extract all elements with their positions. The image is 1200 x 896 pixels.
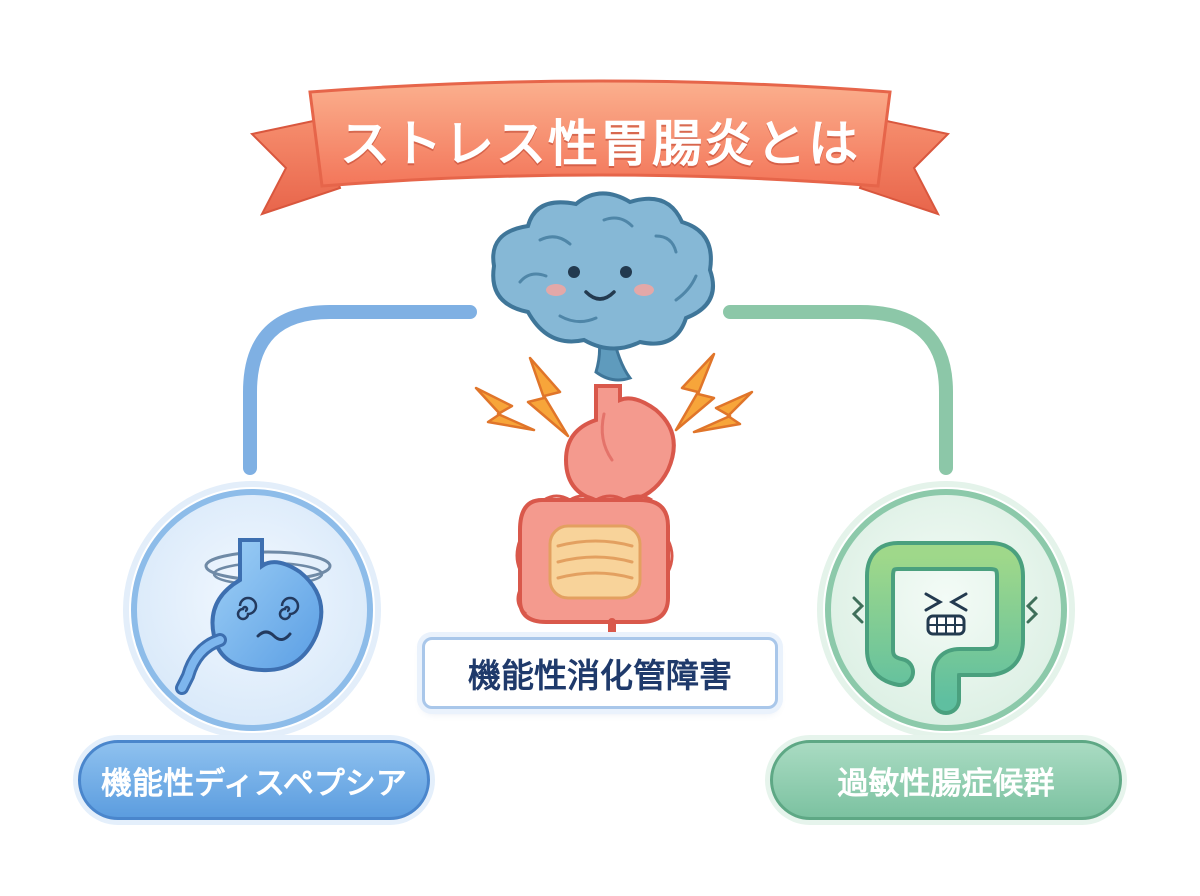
stomach-icon (563, 384, 676, 505)
brain-icon (491, 191, 715, 382)
left-label-functional-dyspepsia: 機能性ディスペプシア (78, 740, 430, 820)
center-label-functional-gi-disorder: 機能性消化管障害 (422, 637, 778, 709)
dizzy-stomach-icon (175, 538, 332, 695)
right-connector (723, 305, 953, 475)
intestine-icon (515, 494, 674, 652)
lightning-icon (474, 352, 754, 438)
colon-icon (851, 541, 1039, 715)
right-label-ibs: 過敏性腸症候群 (770, 740, 1122, 820)
title-ribbon (249, 79, 951, 216)
left-connector (243, 305, 477, 475)
page-title: ストレス性胃腸炎とは (340, 115, 860, 173)
